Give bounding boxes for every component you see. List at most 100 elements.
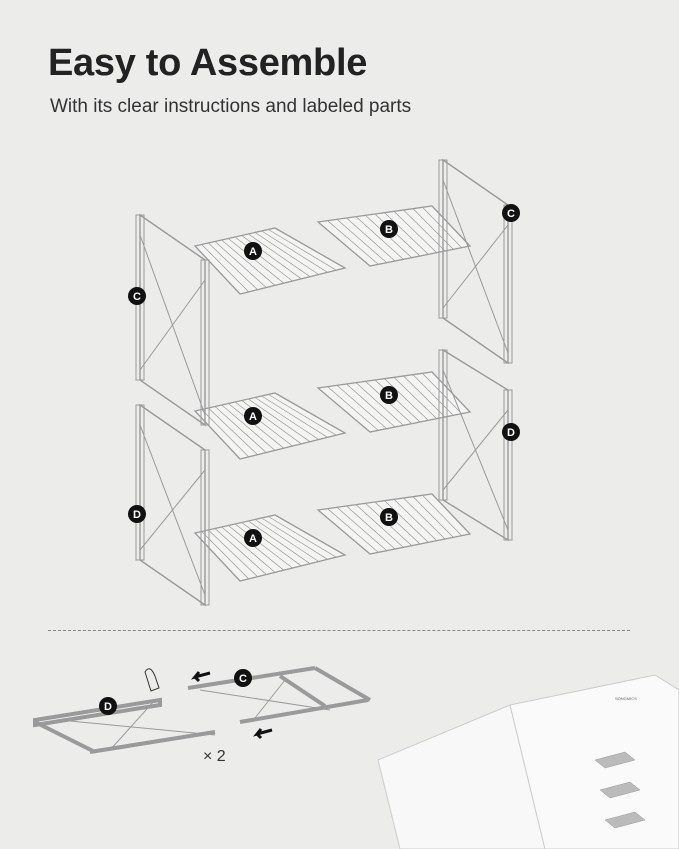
manual-right-page	[509, 674, 679, 849]
label-circle	[502, 204, 520, 222]
label-letter: C	[507, 208, 515, 220]
label-letter: C	[133, 291, 141, 303]
shelf-slat	[384, 500, 429, 543]
shelf-slat	[346, 217, 396, 262]
label-c: C	[128, 287, 146, 305]
label-c: C	[502, 204, 520, 222]
cross-brace	[139, 469, 206, 551]
shelf-slat	[336, 507, 387, 551]
frame-post	[503, 389, 513, 541]
shelf-slat	[201, 244, 249, 293]
label-circle	[244, 407, 262, 425]
section-divider	[48, 630, 630, 631]
shelf-slat	[268, 394, 337, 436]
manual-shelf-figure	[594, 751, 636, 769]
shelf-slat	[384, 212, 429, 255]
label-circle	[380, 220, 398, 238]
rail-c-end	[313, 666, 372, 702]
shelf-slat	[214, 528, 267, 575]
label-circle	[380, 508, 398, 526]
label-circle	[234, 669, 252, 687]
shelf-slat	[228, 238, 284, 284]
label-b: B	[380, 220, 398, 238]
frame-d-left	[135, 403, 210, 607]
label-circle	[244, 529, 262, 547]
page-title: Easy to Assemble	[48, 42, 368, 84]
shelf-slat	[221, 239, 276, 286]
manual-brand-logo: SONGMICS	[615, 696, 637, 701]
rail-c-bottom	[239, 698, 369, 724]
label-d: D	[502, 423, 520, 441]
label-letter: A	[249, 246, 257, 258]
label-letter: D	[507, 427, 515, 439]
frame-d-right-outline	[442, 348, 509, 542]
label-letter: D	[104, 701, 112, 713]
frame-d-right	[438, 348, 513, 542]
shelf-slat	[234, 236, 293, 282]
shelf-slat	[254, 232, 319, 275]
quantity-note: × 2	[203, 748, 226, 765]
shelf-slat	[374, 501, 421, 545]
shelf-slat	[221, 526, 276, 573]
label-d: D	[99, 697, 117, 715]
label-letter: B	[385, 224, 393, 236]
shelf-slat	[327, 386, 379, 431]
shelf-slat	[327, 220, 379, 265]
frame-post	[200, 449, 210, 606]
rail-c-mid	[278, 674, 327, 708]
shelf-slat	[355, 216, 404, 260]
rail-d-bottom	[89, 730, 216, 754]
label-circle	[380, 386, 398, 404]
shelf-slat	[201, 531, 249, 580]
shelf-slat	[393, 377, 437, 419]
frame-c-right	[438, 158, 513, 365]
manual-left-page	[377, 704, 546, 849]
shelf-a	[193, 392, 347, 460]
label-circle	[99, 697, 117, 715]
shelf-slat	[228, 403, 284, 449]
shelf-slat	[422, 207, 462, 248]
shelf-slat	[261, 230, 328, 273]
frame-c-right-outline	[442, 158, 509, 365]
shelf-slat	[201, 409, 249, 458]
label-letter: A	[249, 533, 257, 545]
shelf-slat	[346, 505, 396, 550]
shelf-slat	[248, 398, 311, 442]
label-circle	[244, 242, 262, 260]
shelf-slat	[234, 401, 293, 447]
shelf-slat	[403, 209, 446, 252]
shelf-slat	[254, 519, 319, 562]
brace-d	[59, 719, 216, 736]
page-subtitle: With its clear instructions and labeled …	[50, 96, 412, 117]
cross-brace	[442, 409, 509, 491]
shelf-slat	[208, 407, 258, 455]
label-a: A	[244, 242, 262, 260]
cross-brace	[442, 224, 509, 309]
shelf-slat	[374, 379, 421, 423]
label-letter: B	[385, 512, 393, 524]
shelf-slat	[268, 229, 337, 271]
shelf-slat	[234, 523, 293, 569]
shelf-slat	[336, 219, 387, 263]
arrow-left-icon	[252, 728, 273, 740]
label-letter: B	[385, 390, 393, 402]
frame-d-left-outline	[139, 403, 206, 607]
rail-d-side	[34, 720, 96, 754]
shelf-slat	[248, 520, 311, 564]
shelf-slat	[214, 406, 267, 453]
shelf-slat	[393, 499, 437, 541]
shelf-slat	[228, 525, 284, 571]
shelf-b-slats	[327, 373, 462, 431]
manual-shelf-figure	[599, 781, 641, 799]
label-b: B	[380, 508, 398, 526]
label-d: D	[128, 505, 146, 523]
shelf-slat	[221, 404, 276, 451]
brace-c	[254, 679, 286, 719]
shelf-slat	[208, 529, 258, 577]
label-circle	[128, 287, 146, 305]
shelf-slat	[355, 504, 404, 548]
brace-c	[199, 689, 331, 711]
shelf-slat	[261, 517, 328, 560]
rail-d-top	[33, 697, 162, 728]
